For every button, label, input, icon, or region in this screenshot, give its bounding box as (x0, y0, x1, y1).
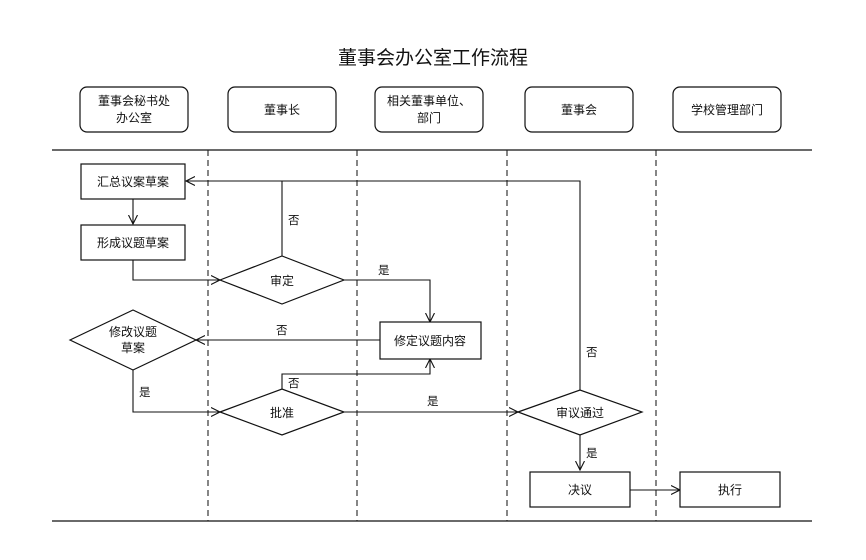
label-approve-yes: 是 (427, 394, 439, 408)
lane-header-line1: 学校管理部门 (691, 102, 763, 117)
lane-header-line2: 部门 (417, 110, 441, 125)
edge-modify-yes (132, 370, 220, 412)
lane-header-line1: 董事长 (264, 103, 300, 117)
label-deliberate-yes: 是 (586, 446, 598, 460)
lane-header-line1: 董事会 (561, 103, 597, 117)
node-modify-draft-decision: 修改议题 草案 (68, 309, 198, 371)
node-execute: 执行 (679, 471, 781, 508)
node-label: 决议 (568, 483, 592, 497)
edge-form-to-review (132, 260, 220, 280)
edge-review-yes (344, 279, 430, 322)
node-summarize-draft: 汇总议案草案 (80, 163, 186, 200)
edge-deliberate-no (282, 180, 581, 390)
edge-review-no (186, 181, 283, 256)
lane-header-secretariat: 董事会秘书处 办公室 (79, 86, 189, 133)
lane-header-school-management: 学校管理部门 (672, 86, 782, 133)
node-label: 修定议题内容 (394, 333, 466, 348)
node-label: 批准 (270, 405, 294, 420)
diagram-title: 董事会办公室工作流程 (338, 47, 528, 69)
node-label-line2: 草案 (121, 340, 145, 355)
node-label-line1: 修改议题 (109, 324, 157, 339)
label-revise-no: 否 (276, 323, 288, 337)
node-label: 汇总议案草案 (97, 174, 169, 189)
node-revise-topic-content: 修定议题内容 (379, 321, 482, 360)
label-review-yes: 是 (378, 263, 390, 277)
lane-header-chairman: 董事长 (227, 86, 337, 133)
node-label: 审定 (270, 273, 294, 288)
lane-header-line1: 相关董事单位、 (387, 93, 471, 108)
node-deliberate-decision: 审议通过 (516, 389, 644, 436)
label-modify-yes: 是 (139, 385, 151, 399)
node-approve-decision: 批准 (218, 388, 346, 436)
node-review-decision: 审定 (218, 255, 346, 305)
lane-header-line1: 董事会秘书处 (98, 94, 170, 108)
node-label: 形成议题草案 (97, 235, 169, 250)
lane-header-line2: 办公室 (116, 110, 152, 125)
edge-approve-no (281, 359, 430, 389)
lane-header-board: 董事会 (524, 86, 634, 133)
node-resolution: 决议 (529, 471, 631, 508)
label-approve-no: 否 (288, 376, 300, 390)
node-label: 执行 (718, 483, 742, 497)
lane-header-related-units: 相关董事单位、 部门 (374, 86, 484, 133)
label-deliberate-no: 否 (586, 345, 598, 359)
node-label: 审议通过 (556, 405, 604, 420)
label-review-no: 否 (288, 213, 300, 227)
node-form-topic-draft: 形成议题草案 (80, 224, 186, 261)
